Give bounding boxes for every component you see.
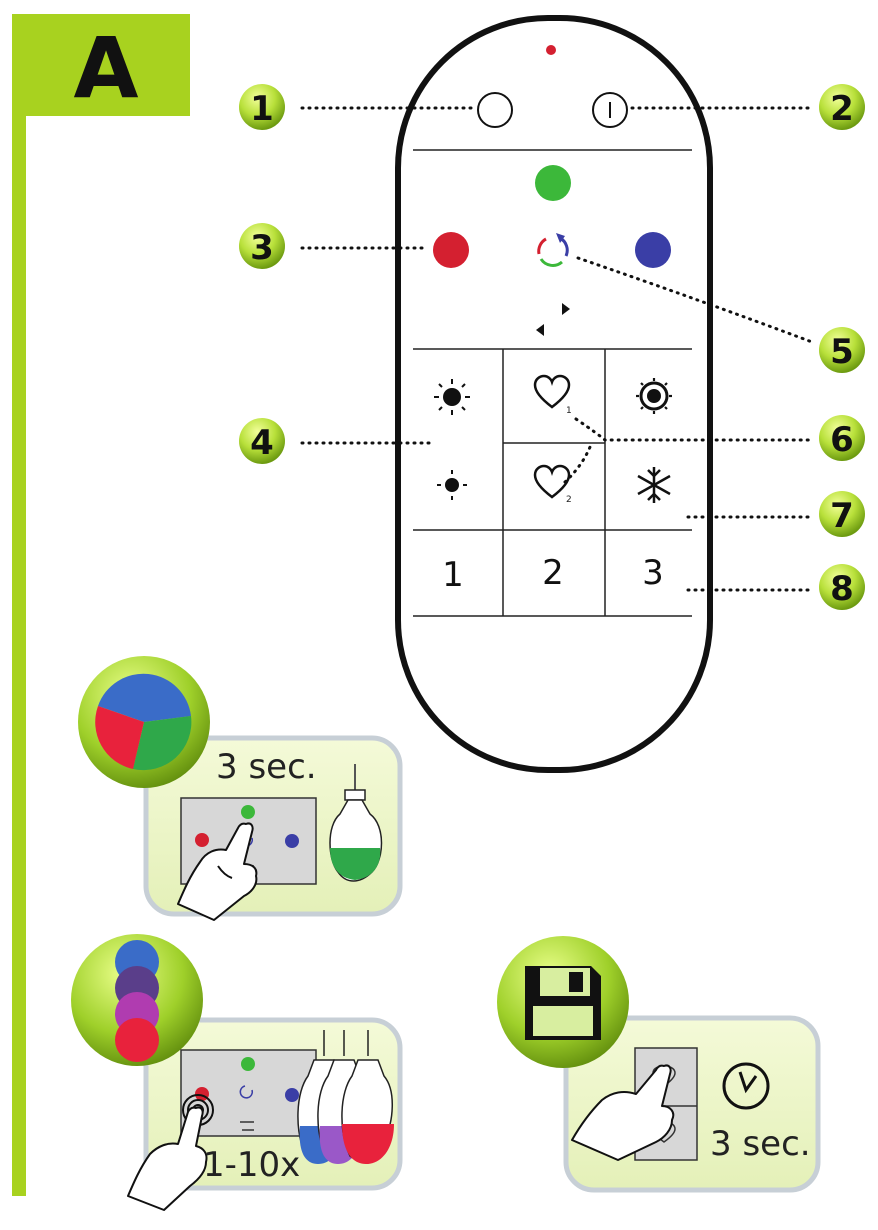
svg-text:1: 1 [250,89,274,129]
callout-7: 7 [819,491,865,537]
panel-1-caption: 3 sec. [216,747,317,787]
green-button [535,165,571,201]
panel-2-caption: 1-10x [203,1145,300,1185]
remote-control: 1 2 1 2 3 [398,18,710,770]
svg-text:6: 6 [830,420,854,460]
svg-text:2: 2 [830,89,854,129]
callout-6: 6 [819,415,865,461]
callout-8: 8 [819,564,865,610]
dynamic-mode-icon [636,378,672,414]
led-indicator [546,45,556,55]
section-letter: A [73,19,138,117]
callout-1: 1 [239,84,285,130]
panel-color-wheel: 3 sec. [78,656,400,920]
callout-3: 3 [239,223,285,269]
scene-button-1: 1 [442,555,464,595]
callout-5: 5 [819,327,865,373]
red-button [433,232,469,268]
svg-text:8: 8 [830,569,854,609]
off-button [478,93,512,127]
svg-text:2: 2 [566,495,572,505]
color-wheel-icon [95,674,191,770]
color-stack-icon [115,940,159,1062]
power-button [593,93,627,127]
svg-text:7: 7 [830,496,854,536]
panel-3-caption: 3 sec. [710,1124,811,1164]
svg-text:1: 1 [566,406,572,416]
callout-2: 2 [819,84,865,130]
svg-text:4: 4 [250,423,274,463]
blue-button [635,232,671,268]
panel-save-favorite: 3 sec. [497,936,818,1190]
floppy-disk-icon [525,966,601,1040]
panel-color-step: 1-10x [71,934,400,1210]
svg-text:5: 5 [830,332,854,372]
svg-text:3: 3 [250,228,274,268]
scene-button-2: 2 [542,553,564,593]
scene-button-3: 3 [642,553,664,593]
callout-4: 4 [239,418,285,464]
